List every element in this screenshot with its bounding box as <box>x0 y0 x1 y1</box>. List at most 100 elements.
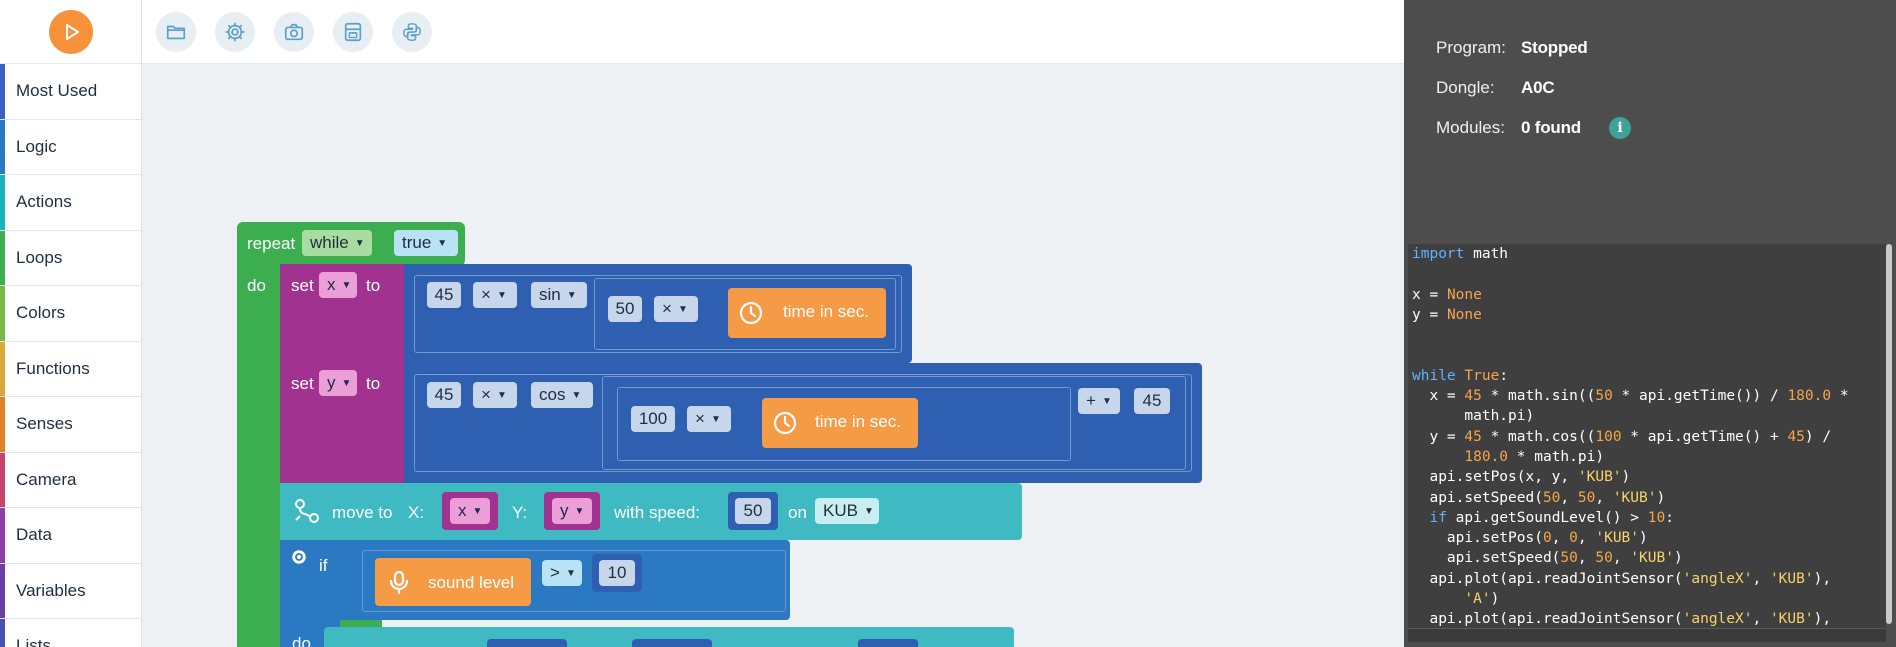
modules-label: Modules: <box>1436 118 1505 137</box>
greater-than-dropdown[interactable]: >▼ <box>542 560 582 586</box>
python-icon <box>403 22 421 41</box>
threshold-value[interactable]: 10 <box>599 560 635 586</box>
code-token <box>1412 449 1464 465</box>
chevron-down-icon: ▼ <box>472 505 483 517</box>
code-token: 'KUB' <box>1769 611 1814 628</box>
chevron-down-icon: ▼ <box>496 389 507 401</box>
number-50-x[interactable]: 50 <box>608 296 642 322</box>
code-token: * <box>1831 388 1849 405</box>
code-line: x = None <box>1412 285 1886 305</box>
sidebar-item-data[interactable]: Data <box>0 508 141 564</box>
code-token <box>1412 591 1464 607</box>
number-45-y[interactable]: 45 <box>427 382 461 408</box>
sidebar-item-most-used[interactable]: Most Used <box>0 64 141 120</box>
code-token: y <box>1412 306 1421 323</box>
sidebar-item-label: Camera <box>16 469 77 489</box>
category-color-bar <box>0 119 5 174</box>
sidebar-item-label: Actions <box>16 192 72 212</box>
code-token: y = <box>1412 428 1465 445</box>
times-dropdown-x[interactable]: ×▼ <box>473 282 517 308</box>
microphone-icon <box>389 570 409 595</box>
chevron-down-icon: ▼ <box>863 505 874 517</box>
with-speed-label: with speed: <box>614 503 700 522</box>
sidebar-item-functions[interactable]: Functions <box>0 341 141 397</box>
category-color-bar <box>0 341 5 396</box>
code-line <box>1412 325 1886 345</box>
if-block[interactable] <box>280 540 790 620</box>
block-workspace[interactable]: repeat while▼ true▼ do set x▼ to 45 ×▼ s… <box>142 64 1404 647</box>
logo[interactable] <box>0 0 141 64</box>
chevron-down-icon: ▼ <box>341 279 352 291</box>
chevron-down-icon: ▼ <box>571 389 582 401</box>
time-sensor-block-y[interactable] <box>762 398 918 448</box>
var-x-move-dropdown[interactable]: x▼ <box>450 498 490 524</box>
category-color-bar <box>0 230 5 285</box>
x-coordinate-label: X: <box>408 503 425 522</box>
code-line <box>1412 345 1886 365</box>
code-line: api.setSpeed(50, 50, 'KUB') <box>1412 548 1886 568</box>
code-token: 'A' <box>1464 591 1491 608</box>
var-y-dropdown[interactable]: y▼ <box>319 370 357 396</box>
sound-level-block[interactable] <box>375 558 531 606</box>
code-token: 180.0 <box>1464 448 1509 465</box>
chevron-down-icon: ▼ <box>496 289 507 301</box>
code-line <box>1412 264 1886 284</box>
archive-button[interactable] <box>333 11 373 52</box>
gear-icon[interactable] <box>290 548 308 566</box>
sidebar-item-lists[interactable]: Lists <box>0 619 141 647</box>
clock-icon <box>739 301 763 325</box>
plus-dropdown[interactable]: +▼ <box>1078 388 1120 414</box>
sidebar-item-logic[interactable]: Logic <box>0 119 141 175</box>
code-horizontal-scrollbar[interactable] <box>1408 628 1886 642</box>
true-dropdown[interactable]: true▼ <box>394 230 458 256</box>
code-token: api.plot(api.readJointSensor( <box>1412 611 1683 628</box>
camera-button[interactable] <box>274 11 314 52</box>
sidebar-item-label: Loops <box>16 247 63 267</box>
number-100-y[interactable]: 100 <box>631 406 675 432</box>
chevron-down-icon: ▼ <box>710 413 721 425</box>
info-icon[interactable]: i <box>1608 117 1631 139</box>
code-token: , <box>1551 530 1570 547</box>
socket <box>617 387 1071 461</box>
speed-value[interactable]: 50 <box>735 498 771 524</box>
open-file-button[interactable] <box>156 11 196 52</box>
code-vertical-scrollbar[interactable] <box>1886 244 1892 624</box>
number-45-x[interactable]: 45 <box>427 282 461 308</box>
code-token: ), <box>1813 570 1832 587</box>
sidebar-item-loops[interactable]: Loops <box>0 230 141 286</box>
code-token: , <box>1560 489 1578 506</box>
var-x-dropdown[interactable]: x▼ <box>319 272 357 298</box>
code-token: 'angleX' <box>1682 611 1753 628</box>
nested-reporter-2[interactable] <box>632 639 712 647</box>
cos-dropdown[interactable]: cos▼ <box>531 382 593 408</box>
sidebar-item-variables[interactable]: Variables <box>0 563 141 619</box>
sidebar-item-senses[interactable]: Senses <box>0 397 141 453</box>
code-line: if api.getSoundLevel() > 10: <box>1412 508 1886 528</box>
code-line: x = 45 * math.sin((50 * api.getTime()) /… <box>1412 386 1886 406</box>
times-dropdown-y2[interactable]: ×▼ <box>687 406 731 432</box>
code-line: 180.0 * math.pi) <box>1412 447 1886 467</box>
time-sensor-block-x[interactable] <box>728 288 886 338</box>
python-button[interactable] <box>392 11 432 52</box>
sin-dropdown[interactable]: sin▼ <box>531 282 587 308</box>
settings-button[interactable] <box>215 11 255 52</box>
sidebar-item-actions[interactable]: Actions <box>0 175 141 231</box>
kub-dropdown[interactable]: KUB▼ <box>815 498 879 524</box>
on-label: on <box>788 503 807 522</box>
number-45-offset[interactable]: 45 <box>1134 388 1170 414</box>
nested-reporter-3[interactable] <box>858 639 918 647</box>
sidebar-item-colors[interactable]: Colors <box>0 286 141 342</box>
var-y-move-dropdown[interactable]: y▼ <box>552 498 592 524</box>
code-token: ) <box>1639 530 1648 547</box>
code-token: 'KUB' <box>1595 530 1640 547</box>
times-dropdown-y[interactable]: ×▼ <box>473 382 517 408</box>
times-dropdown-x2[interactable]: ×▼ <box>654 296 698 322</box>
move-to-block[interactable] <box>280 483 1022 540</box>
time-in-sec-label-x: time in sec. <box>783 302 869 321</box>
nested-reporter-1[interactable] <box>487 639 567 647</box>
while-dropdown[interactable]: while▼ <box>302 230 372 256</box>
sidebar-item-label: Variables <box>16 580 86 600</box>
sidebar-item-camera[interactable]: Camera <box>0 452 141 508</box>
modules-status-row: Modules: 0 found i <box>1436 108 1896 148</box>
